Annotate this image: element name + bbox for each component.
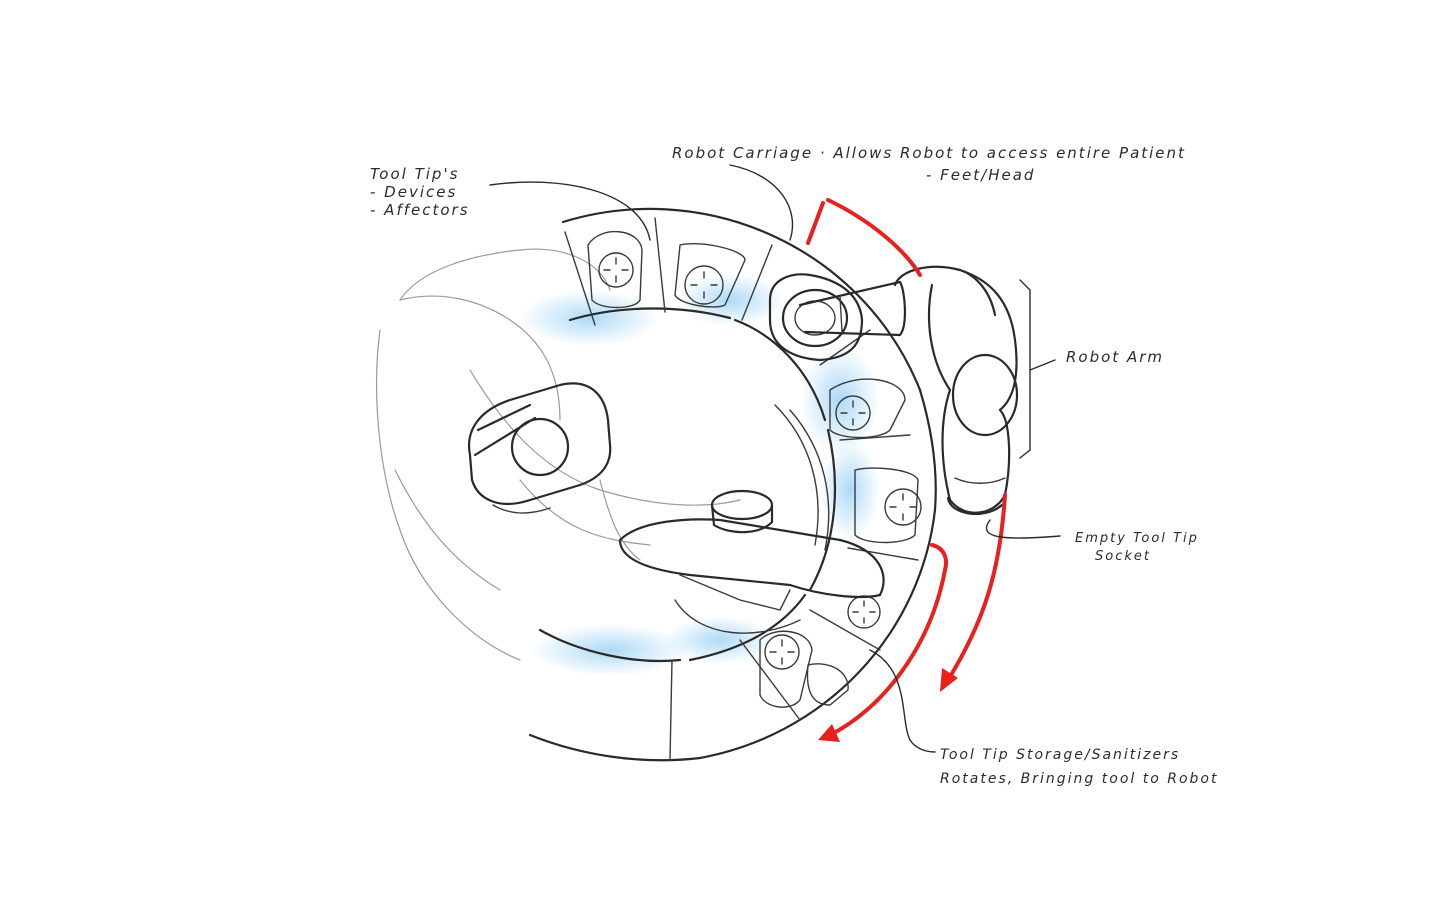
empty-socket-line1: Empty Tool Tip	[1075, 531, 1199, 546]
blue-glow-zones	[520, 274, 880, 676]
leader-lines	[489, 164, 1061, 753]
robot-carriage-label: Robot Carriage · Allows Robot to access …	[672, 144, 1186, 184]
storage-label: Tool Tip Storage/Sanitizers Rotates, Bri…	[940, 746, 1218, 788]
robot-arm	[798, 265, 1019, 515]
robot-arm-label: Robot Arm	[1066, 348, 1164, 366]
rotation-arrows	[806, 198, 1007, 742]
storage-line2: Rotates, Bringing tool to Robot	[940, 771, 1219, 787]
tool-tips-line2: - Devices	[370, 183, 458, 201]
tool-tips-line1: Tool Tip's	[370, 165, 460, 183]
tool-tips-label: Tool Tip's - Devices - Affectors	[370, 165, 470, 219]
hand-control	[618, 489, 885, 611]
empty-socket-line2: Socket	[1095, 549, 1151, 564]
tool-tip-pods	[587, 231, 922, 708]
storage-line1: Tool Tip Storage/Sanitizers	[940, 747, 1181, 763]
robot-carriage-line1: Robot Carriage · Allows Robot to access …	[672, 144, 1186, 162]
empty-socket-label: Empty Tool Tip Socket	[1075, 530, 1199, 566]
patient-outline	[376, 248, 741, 661]
robot-arm-text: Robot Arm	[1066, 348, 1164, 366]
robot-carriage-line2: - Feet/Head	[926, 166, 1036, 184]
arm-cuff-device	[467, 382, 612, 514]
tool-tips-line3: - Affectors	[370, 201, 470, 219]
